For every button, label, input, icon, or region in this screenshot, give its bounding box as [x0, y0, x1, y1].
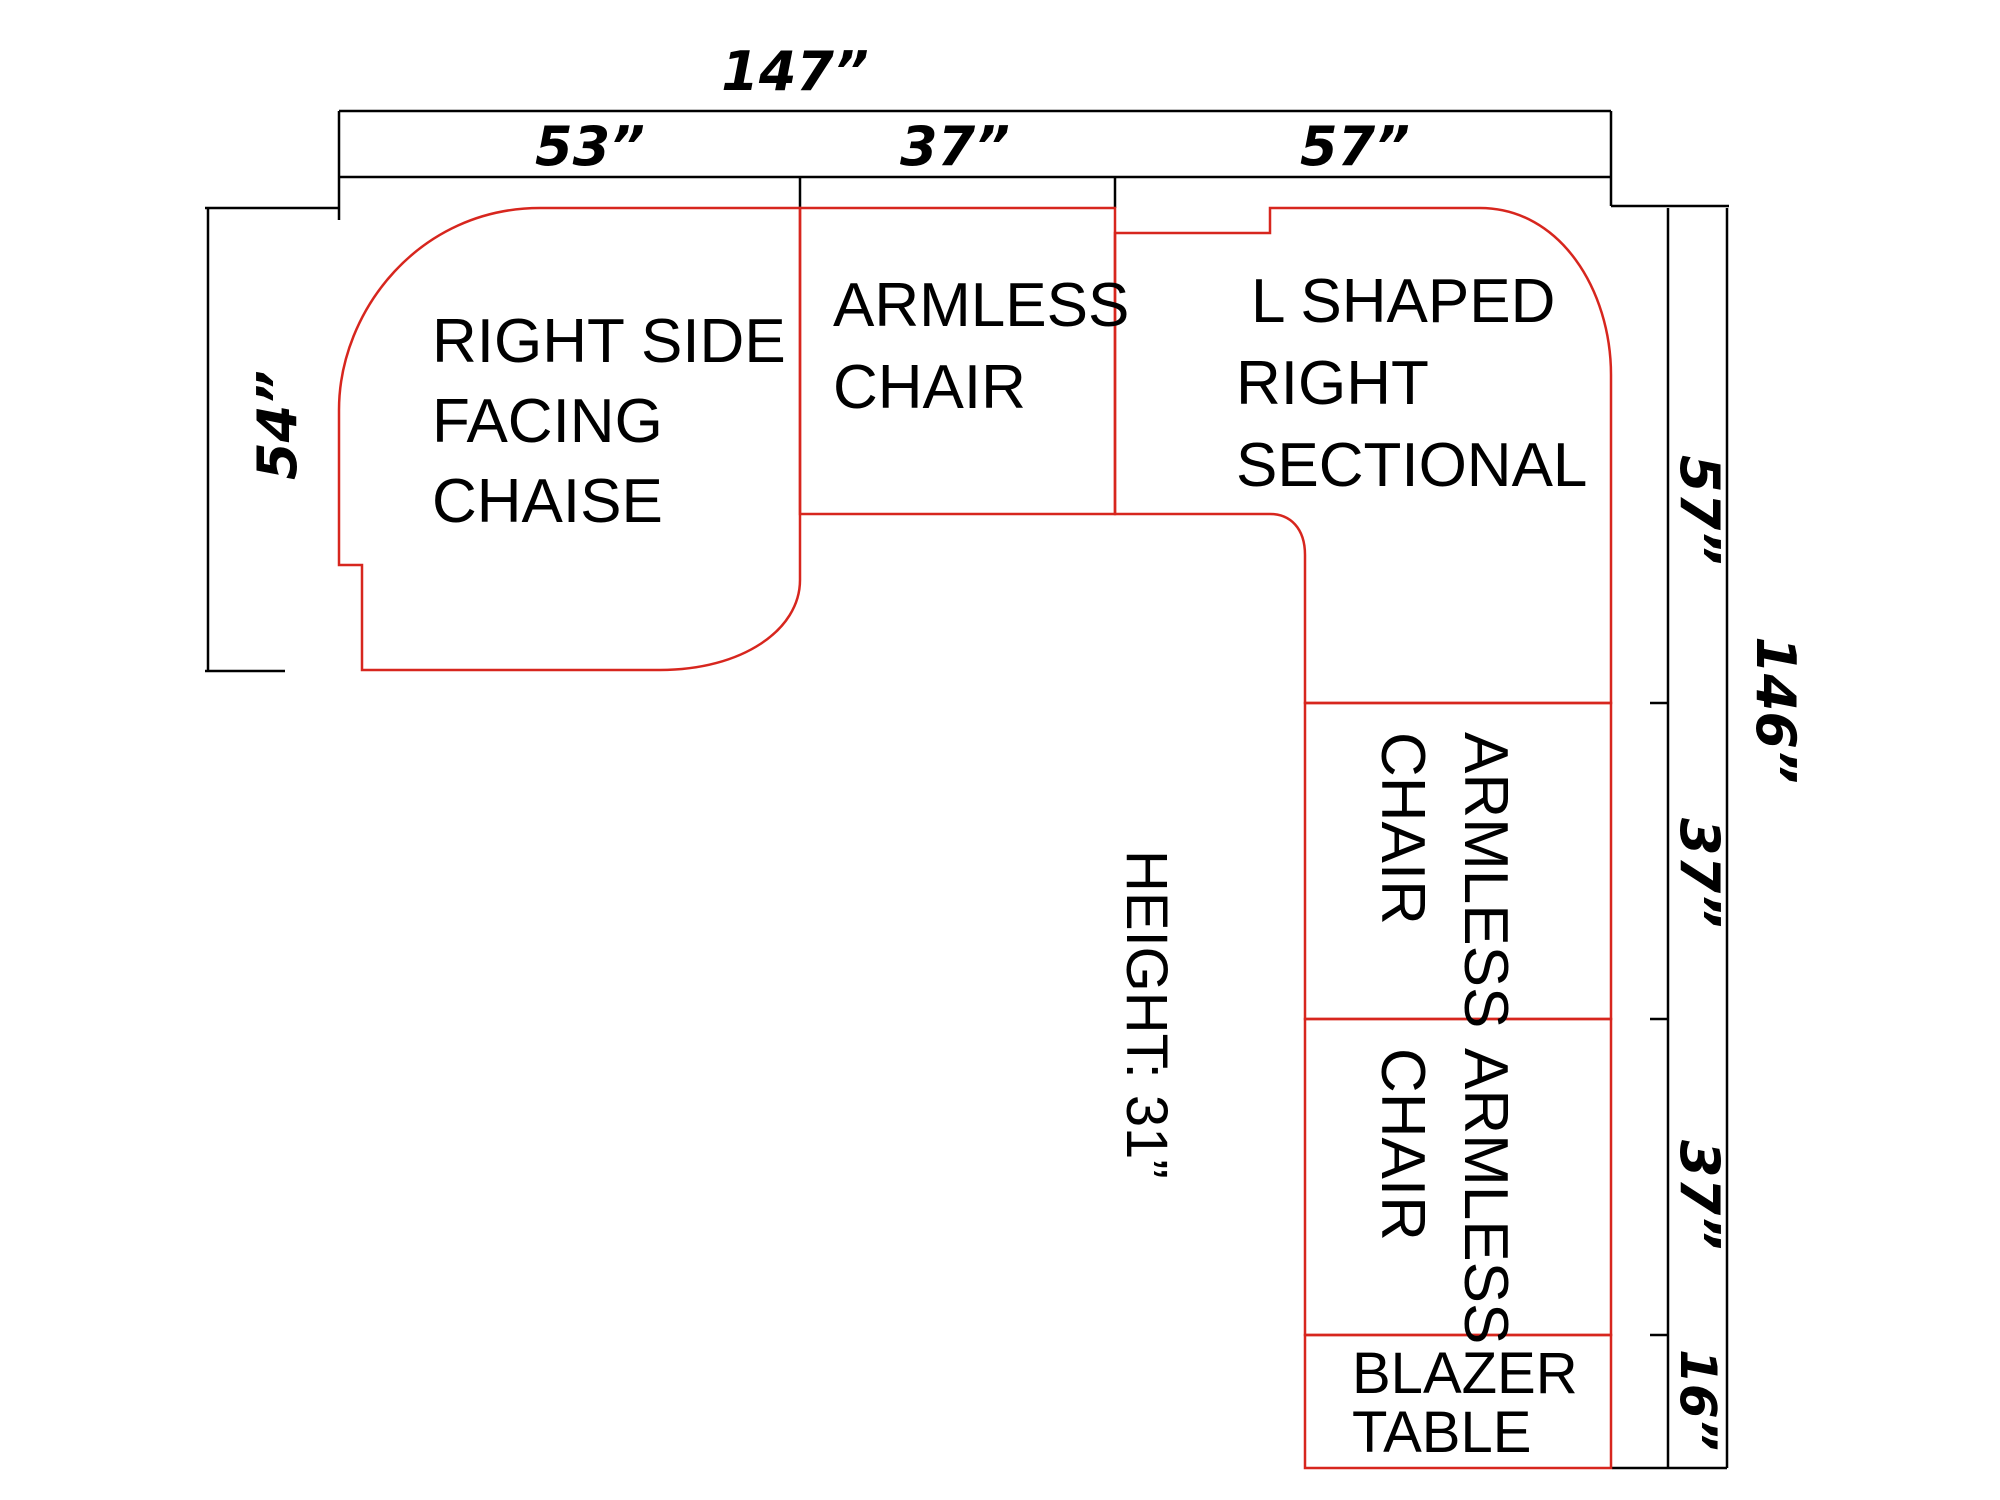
armless-top-label: ARMLESS CHAIR	[833, 271, 1129, 422]
height-note: HEIGHT: 31”	[1114, 850, 1179, 1179]
sectional-label-line-1: L SHAPED	[1251, 267, 1555, 336]
armless-top-label-line-2: CHAIR	[833, 353, 1026, 422]
sectional-label-line-2: RIGHT	[1236, 349, 1429, 418]
blazer-table-label-line-1: BLAZER	[1352, 1341, 1578, 1406]
sectional-width-label: 57”	[1300, 115, 1410, 178]
chaise-label-line-3: CHAISE	[432, 467, 663, 536]
armless-right-2-label: ARMLESS CHAIR	[1368, 1048, 1520, 1344]
sectional-label-line-3: SECTIONAL	[1236, 431, 1587, 500]
blazer-table-label-line-2: TABLE	[1352, 1400, 1531, 1465]
total-width-label: 147”	[721, 40, 869, 103]
armless-right-2-label-line-2: CHAIR	[1368, 1048, 1437, 1241]
l-shaped-sectional-outline	[1113, 206, 1613, 705]
right-dimension-lines	[1612, 208, 1729, 1470]
armless-right-1-label: ARMLESS CHAIR	[1368, 732, 1520, 1028]
chaise-width-label: 53”	[535, 115, 645, 178]
total-depth-label: 146”	[1744, 636, 1807, 784]
sectional-label: L SHAPED RIGHT SECTIONAL	[1236, 267, 1587, 500]
blazer-table-label: BLAZER TABLE	[1352, 1341, 1578, 1465]
chaise-depth-label: 54”	[246, 370, 309, 480]
chaise-label-line-1: RIGHT SIDE	[432, 307, 786, 376]
armless-right-1-label-line-2: CHAIR	[1368, 732, 1437, 925]
armless-right-1-label-line-1: ARMLESS	[1451, 732, 1520, 1028]
chaise-label: RIGHT SIDE FACING CHAISE	[432, 307, 786, 536]
chaise-outline	[337, 206, 802, 672]
chaise-label-line-2: FACING	[432, 387, 663, 456]
blazer-table-outline	[1303, 1333, 1613, 1470]
table-depth-label: 16”	[1669, 1349, 1727, 1451]
armless-right-2-label-line-1: ARMLESS	[1451, 1048, 1520, 1344]
top-dimension-lines	[205, 109, 1729, 673]
sectional-depth-label: 57”	[1668, 455, 1731, 565]
armless-1-depth-label: 37”	[1668, 818, 1731, 928]
armless-top-width-label: 37”	[900, 115, 1010, 178]
armless-top-label-line-1: ARMLESS	[833, 271, 1129, 340]
armless-2-depth-label: 37”	[1668, 1140, 1731, 1250]
